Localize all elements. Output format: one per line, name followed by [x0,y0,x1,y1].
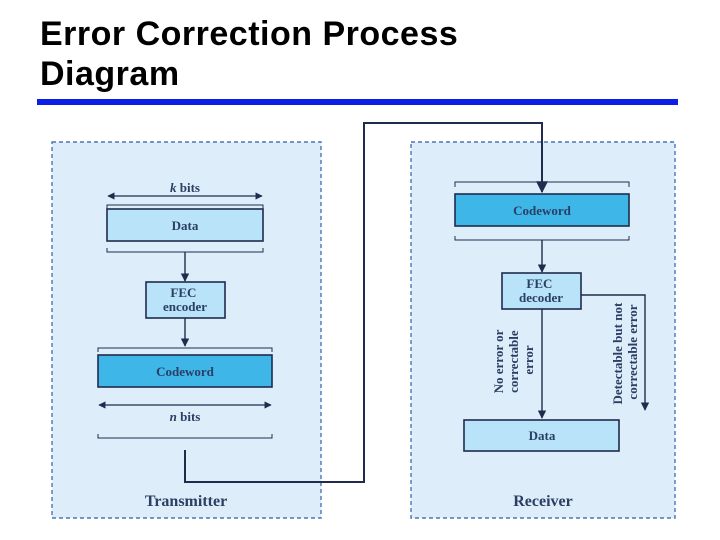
transmitter-label: Transmitter [145,493,227,510]
receiver-label: Receiver [513,493,573,510]
encoder-line-2: encoder [163,299,207,314]
n-bits-bracket [97,434,273,439]
transmitter-data-box [106,208,264,242]
codeword-top-bracket [97,347,273,352]
receiver-codeword-label: Codeword [513,203,572,218]
path-a-line-2: correctable [506,330,521,393]
k-bits-label: k bits [170,180,200,195]
fec-encoder-label: FEC encoder [163,285,207,314]
receiver-data-box [463,419,620,452]
transmitter-codeword-box [97,354,273,388]
receiver-codeword-box [454,193,630,227]
channel-connector [184,122,548,483]
slide-title: Error Correction Process Diagram [40,14,680,94]
n-bits-label: n bits [170,409,201,424]
receiver-data-label: Data [529,428,556,443]
transmitter-panel [51,141,322,519]
encoder-line-1: FEC [170,285,196,300]
n-unit: bits [177,409,200,424]
title-underline [37,99,678,105]
fec-encoder-box [145,281,226,319]
path-b-line-2: correctable error [625,304,640,399]
decoder-line-2: decoder [519,290,563,305]
k-variable: k [170,180,177,195]
path-a-line-3: error [521,345,536,375]
k-bits-bracket [106,204,264,209]
path-a-line-1: No error or [491,329,506,393]
title-line-1: Error Correction Process [40,15,459,53]
path-correctable-label: No error or correctable error [491,327,536,394]
k-unit: bits [177,180,200,195]
title-line-2: Diagram [40,55,180,93]
transmitter-data-label: Data [172,218,199,233]
arrow-decoder-to-error [581,294,650,411]
path-b-line-1: Detectable but not [610,302,625,404]
transmitter-codeword-label: Codeword [156,364,215,379]
decoder-line-1: FEC [526,276,552,291]
path-detectable-label: Detectable but not correctable error [610,299,640,404]
n-variable: n [170,409,177,424]
fec-decoder-label: FEC decoder [519,276,563,305]
